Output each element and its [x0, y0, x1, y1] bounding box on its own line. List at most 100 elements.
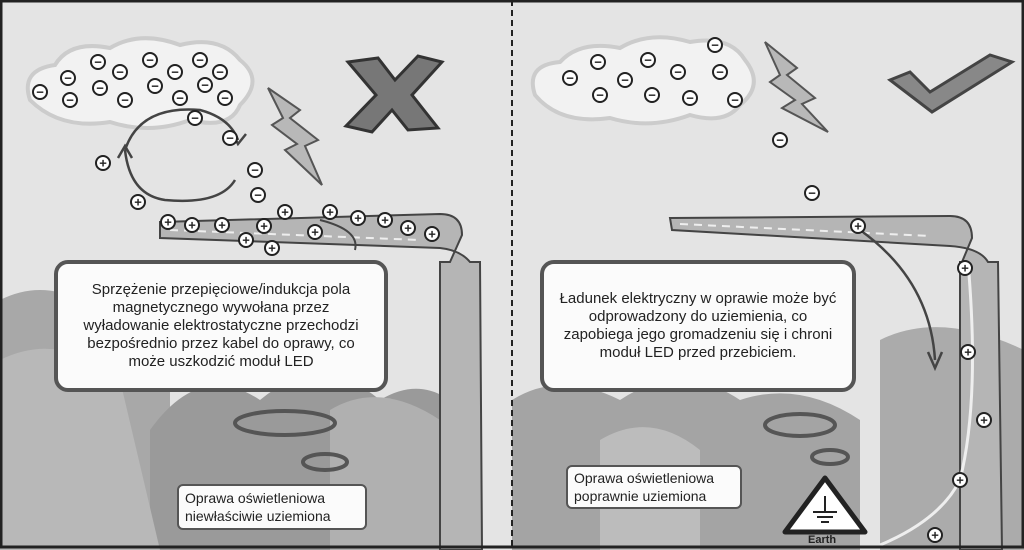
negative-charge-icon — [247, 162, 263, 178]
negative-charge-icon — [142, 52, 158, 68]
positive-charge-icon-sign: + — [956, 473, 964, 488]
positive-charge-icon — [184, 217, 200, 233]
street-lamp-left — [159, 212, 484, 550]
negative-charge-icon-sign: − — [171, 65, 179, 80]
positive-charge-icon-sign: + — [404, 221, 412, 236]
positive-charge-icon-sign: + — [242, 233, 250, 248]
positive-charge-icon — [850, 218, 866, 234]
positive-charge-icon — [952, 472, 968, 488]
explanation-box-left: Sprzężenie przepięciowe/indukcja pola ma… — [54, 260, 388, 392]
positive-charge-icon-sign: + — [268, 241, 276, 256]
negative-charge-icon-sign: − — [808, 186, 816, 201]
negative-charge-icon — [712, 64, 728, 80]
negative-charge-icon-sign: − — [36, 85, 44, 100]
negative-charge-icon-sign: − — [226, 131, 234, 146]
positive-charge-icon — [238, 232, 254, 248]
negative-charge-icon-sign: − — [96, 81, 104, 96]
positive-charge-icon-sign: + — [99, 156, 107, 171]
negative-charge-icon — [90, 54, 106, 70]
negative-charge-icon-sign: − — [221, 91, 229, 106]
negative-charge-icon-sign: − — [151, 79, 159, 94]
positive-charge-icon — [130, 194, 146, 210]
negative-charge-icon-sign: − — [251, 163, 259, 178]
negative-charge-icon-sign: − — [201, 78, 209, 93]
negative-charge-icon — [592, 87, 608, 103]
earth-warning-sign — [782, 475, 868, 535]
lightning-icon — [764, 41, 829, 133]
explanation-box-right: Ładunek elektryczny w oprawie może być o… — [540, 260, 856, 392]
positive-charge-icon-sign: + — [188, 218, 196, 233]
positive-charge-icon — [214, 217, 230, 233]
positive-charge-icon — [277, 204, 293, 220]
positive-charge-icon — [322, 204, 338, 220]
negative-charge-icon-sign: − — [594, 55, 602, 70]
positive-charge-icon-sign: + — [311, 225, 319, 240]
negative-charge-icon — [804, 185, 820, 201]
lightning-icon — [267, 87, 323, 186]
negative-charge-icon — [727, 92, 743, 108]
positive-charge-icon — [95, 155, 111, 171]
negative-charge-icon — [197, 77, 213, 93]
negative-charge-icon — [772, 132, 788, 148]
earth-sign-label: Earth — [808, 534, 837, 546]
negative-charge-icon — [222, 130, 238, 146]
negative-charge-icon — [60, 70, 76, 86]
negative-charge-icon — [670, 64, 686, 80]
negative-charge-icon — [62, 92, 78, 108]
negative-charge-icon — [112, 64, 128, 80]
label-improperly-grounded: Oprawa oświetleniowa niewłaściwie uziemi… — [177, 484, 367, 530]
positive-charge-icon — [976, 412, 992, 428]
negative-charge-icon — [167, 64, 183, 80]
negative-charge-icon-sign: − — [596, 88, 604, 103]
positive-charge-icon-sign: + — [354, 211, 362, 226]
negative-charge-icon — [682, 90, 698, 106]
street-lamp-right — [668, 214, 1004, 550]
negative-charge-icon-sign: − — [716, 65, 724, 80]
positive-charge-icon-sign: + — [260, 219, 268, 234]
negative-charge-icon — [250, 187, 266, 203]
positive-charge-icon — [960, 344, 976, 360]
positive-charge-icon — [350, 210, 366, 226]
negative-charge-icon — [117, 92, 133, 108]
negative-charge-icon-sign: − — [731, 93, 739, 108]
positive-charge-icon — [264, 240, 280, 256]
negative-charge-icon-sign: − — [648, 88, 656, 103]
positive-charge-icon-sign: + — [164, 215, 172, 230]
checkmark-icon — [886, 53, 1016, 114]
negative-charge-icon-sign: − — [191, 111, 199, 126]
negative-charge-icon-sign: − — [64, 71, 72, 86]
cloud-left — [25, 36, 255, 130]
positive-charge-icon — [927, 527, 943, 543]
negative-charge-icon — [562, 70, 578, 86]
negative-charge-icon-sign: − — [254, 188, 262, 203]
negative-charge-icon-sign: − — [94, 55, 102, 70]
positive-charge-icon-sign: + — [964, 345, 972, 360]
negative-charge-icon — [187, 110, 203, 126]
negative-charge-icon-sign: − — [196, 53, 204, 68]
positive-charge-icon-sign: + — [961, 261, 969, 276]
negative-charge-icon — [92, 80, 108, 96]
negative-charge-icon — [172, 90, 188, 106]
negative-charge-icon-sign: − — [644, 53, 652, 68]
negative-charge-icon-sign: − — [686, 91, 694, 106]
negative-charge-icon-sign: − — [621, 73, 629, 88]
negative-charge-icon — [644, 87, 660, 103]
negative-charge-icon-sign: − — [66, 93, 74, 108]
positive-charge-icon-sign: + — [218, 218, 226, 233]
positive-charge-icon-sign: + — [931, 528, 939, 543]
positive-charge-icon-sign: + — [326, 205, 334, 220]
positive-charge-icon-sign: + — [980, 413, 988, 428]
negative-charge-icon-sign: − — [216, 65, 224, 80]
positive-charge-icon-sign: + — [428, 227, 436, 242]
positive-charge-icon — [424, 226, 440, 242]
negative-charge-icon — [212, 64, 228, 80]
negative-charge-icon — [617, 72, 633, 88]
positive-charge-icon-sign: + — [281, 205, 289, 220]
positive-charge-icon — [160, 214, 176, 230]
negative-charge-icon — [590, 54, 606, 70]
negative-charge-icon-sign: − — [711, 38, 719, 53]
negative-charge-icon-sign: − — [116, 65, 124, 80]
positive-charge-icon-sign: + — [854, 219, 862, 234]
